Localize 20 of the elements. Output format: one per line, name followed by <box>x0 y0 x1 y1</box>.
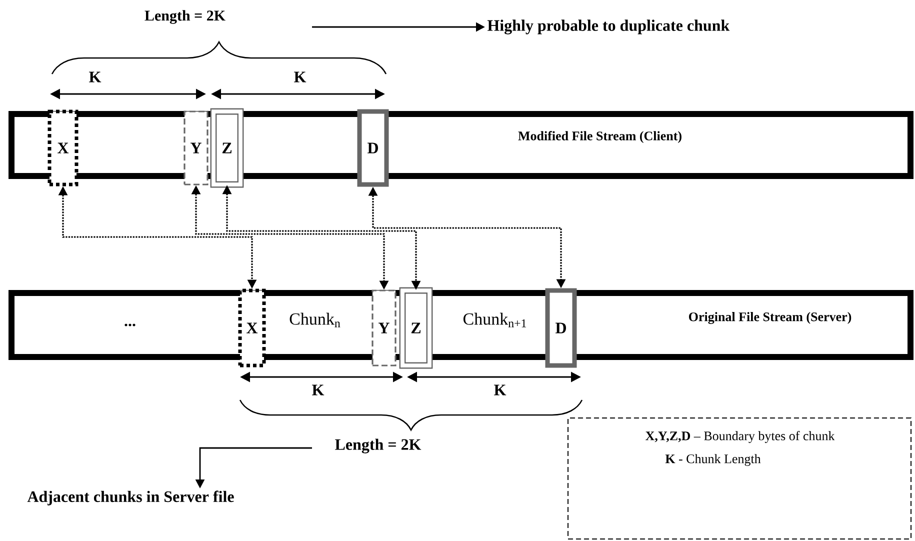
legend-box: X,Y,Z,D – Boundary bytes of chunk K - Chunk Length <box>568 418 912 540</box>
dimension-label: K <box>89 72 102 82</box>
dimension-label: K <box>494 384 506 396</box>
length-label: Length = 2K <box>144 10 226 24</box>
note-text: Highly probable to duplicate chunk <box>487 20 730 34</box>
boundary-byte-box: X <box>238 288 266 368</box>
boundary-byte-box: Y <box>372 290 396 366</box>
chunk-label: Chunk$_{n+1}$ <box>463 312 526 328</box>
boundary-byte-box: D <box>545 288 577 368</box>
boundary-byte-box: Z <box>399 287 433 369</box>
boundary-byte-box: Z <box>210 108 244 188</box>
boundary-byte-box: Y <box>184 110 208 186</box>
dimension-label: K <box>312 384 324 396</box>
note-text: Adjacent chunks in Server file <box>27 490 234 506</box>
boundary-byte-box: D <box>357 109 389 187</box>
dimension-label: K <box>294 72 306 82</box>
boundary-byte-box: X <box>48 110 78 186</box>
length-label: Length = 2K <box>335 438 422 454</box>
ellipsis: ... <box>124 324 136 326</box>
chunk-label: Chunk$_{n}$ <box>290 312 340 328</box>
